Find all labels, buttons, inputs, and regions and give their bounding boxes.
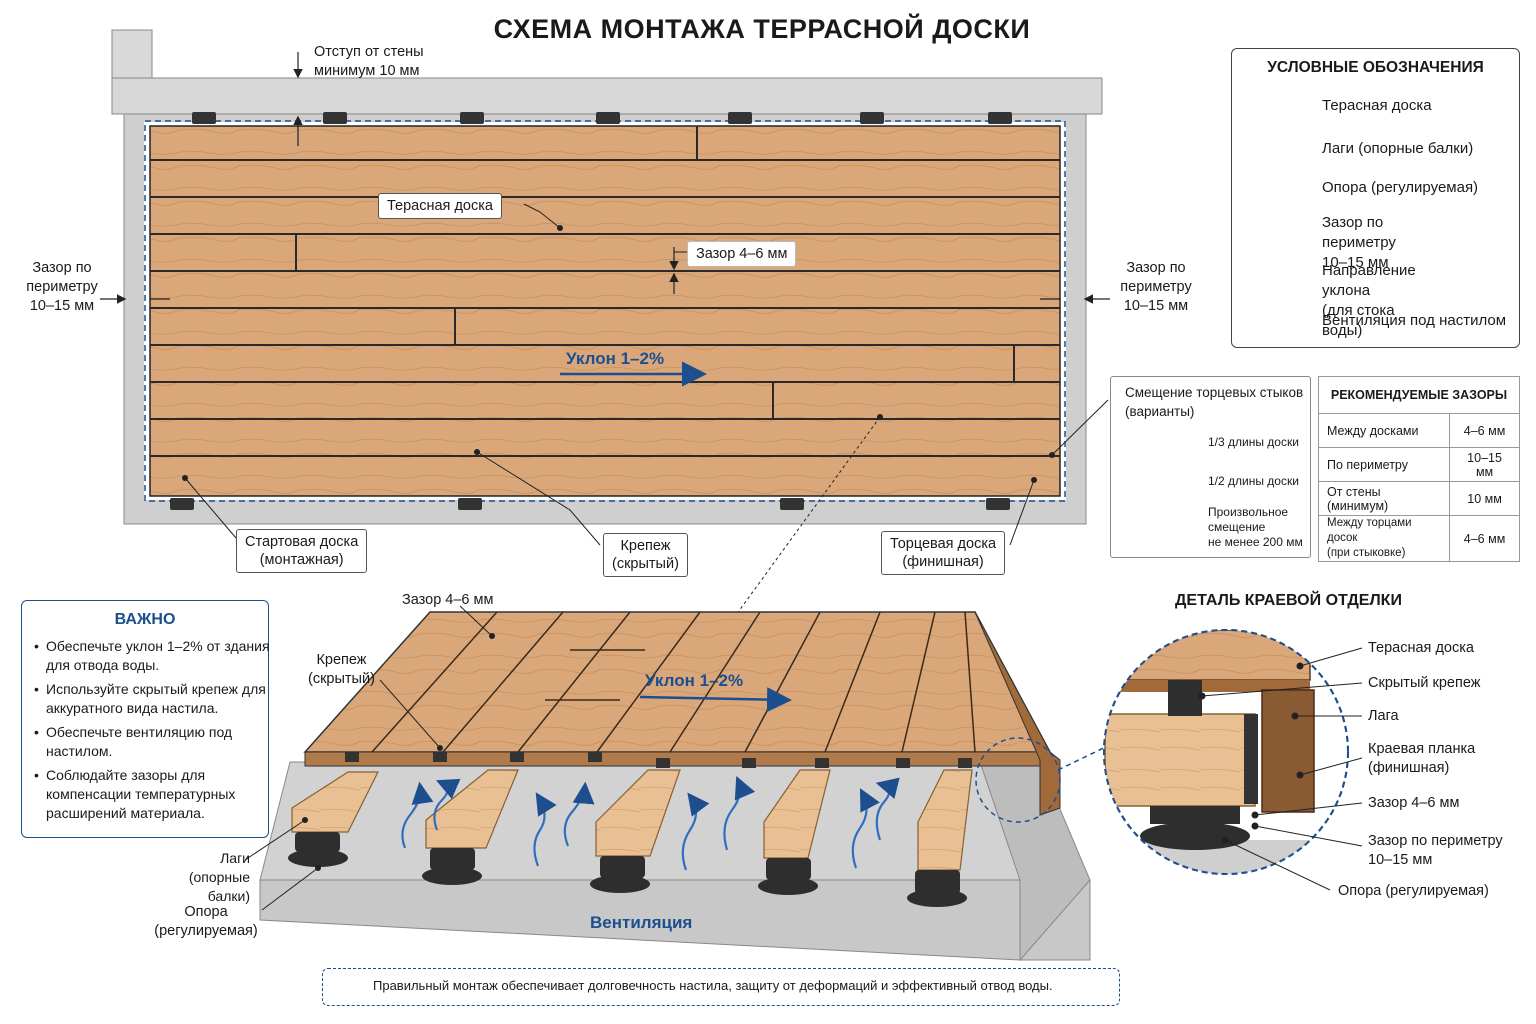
page-title: СХЕМА МОНТАЖА ТЕРРАСНОЙ ДОСКИ — [493, 14, 1031, 44]
perimeter-right-label: Зазор по периметру 10–15 мм — [1120, 260, 1192, 314]
important-title: ВАЖНО — [114, 611, 176, 628]
detail-title: ДЕТАЛЬ КРАЕВОЙ ОТДЕЛКИ — [1175, 592, 1402, 609]
list-item: Обеспечьте уклон 1–2% от здания для отво… — [34, 637, 271, 675]
detail-label-joist: Лага — [1368, 708, 1399, 724]
iso-pedestal-label: Опора (регулируемая) — [154, 904, 258, 939]
bottom-note: Правильный монтаж обеспечивает долговечн… — [322, 968, 1120, 1006]
slope-label-iso: Уклон 1–2% — [645, 671, 744, 690]
iso-joists-label: Лаги (опорные балки) — [188, 850, 250, 904]
slope-label-top: Уклон 1–2% — [566, 349, 665, 368]
joint-offset-title: Смещение торцевых стыков (варианты) — [1125, 385, 1304, 419]
table-row: От стены (минимум)10 мм — [1317, 481, 1520, 516]
perimeter-left-label: Зазор по периметру 10–15 мм — [26, 260, 98, 314]
detail-label-edge-plank: Краевая планка (финишная) — [1368, 741, 1476, 776]
detail-label-board: Терасная доска — [1368, 640, 1474, 656]
offset-1-3: 1/3 длины доски — [1208, 435, 1299, 449]
ventilation-label: Вентиляция — [590, 913, 693, 932]
board-gap-label: Зазор 4–6 мм — [687, 241, 797, 267]
detail-label-fastener: Скрытый крепеж — [1368, 675, 1481, 691]
table-row: Между торцами досок (при стыковке)4–6 мм — [1317, 515, 1520, 562]
wall-top — [111, 77, 1103, 115]
detail-label-gap: Зазор 4–6 мм — [1368, 795, 1460, 811]
note-text: Правильный монтаж обеспечивает долговечн… — [373, 978, 1053, 993]
fastener-label-top: Крепеж (скрытый) — [603, 533, 688, 577]
list-item: Обеспечьте вентиляцию под настилом. — [34, 723, 271, 761]
iso-gap-label: Зазор 4–6 мм — [402, 592, 494, 608]
detail-label-perimeter: Зазор по периметру 10–15 мм — [1368, 833, 1503, 868]
legend-title: УСЛОВНЫЕ ОБОЗНАЧЕНИЯ — [1267, 59, 1484, 76]
important-panel: ВАЖНО Обеспечьте уклон 1–2% от здания дл… — [21, 600, 271, 838]
board-label: Терасная доска — [378, 193, 502, 219]
iso-fastener-label: Крепеж (скрытый) — [308, 652, 375, 687]
list-item: Используйте скрытый крепеж для аккуратно… — [34, 680, 271, 718]
gaps-table-title: РЕКОМЕНДУЕМЫЕ ЗАЗОРЫ — [1318, 376, 1520, 414]
end-board-label: Торцевая доска (финишная) — [881, 531, 1006, 575]
list-item: Соблюдайте зазоры для компенсации темпер… — [34, 766, 271, 823]
start-board-label: Стартовая доска (монтажная) — [236, 529, 368, 573]
wall-offset-label: Отступ от стены минимум 10 мм — [314, 44, 424, 79]
detail-label-pedestal: Опора (регулируемая) — [1338, 883, 1489, 899]
joint-offset-panel: Смещение торцевых стыков (варианты) 1/3 … — [1110, 376, 1311, 558]
offset-1-2: 1/2 длины доски — [1208, 474, 1299, 488]
offset-random: Произвольное смещение не менее 200 мм — [1208, 505, 1303, 549]
deck-boards — [149, 125, 1061, 497]
legend-panel: УСЛОВНЫЕ ОБОЗНАЧЕНИЯ Терасная доска Лаги… — [1231, 48, 1520, 348]
